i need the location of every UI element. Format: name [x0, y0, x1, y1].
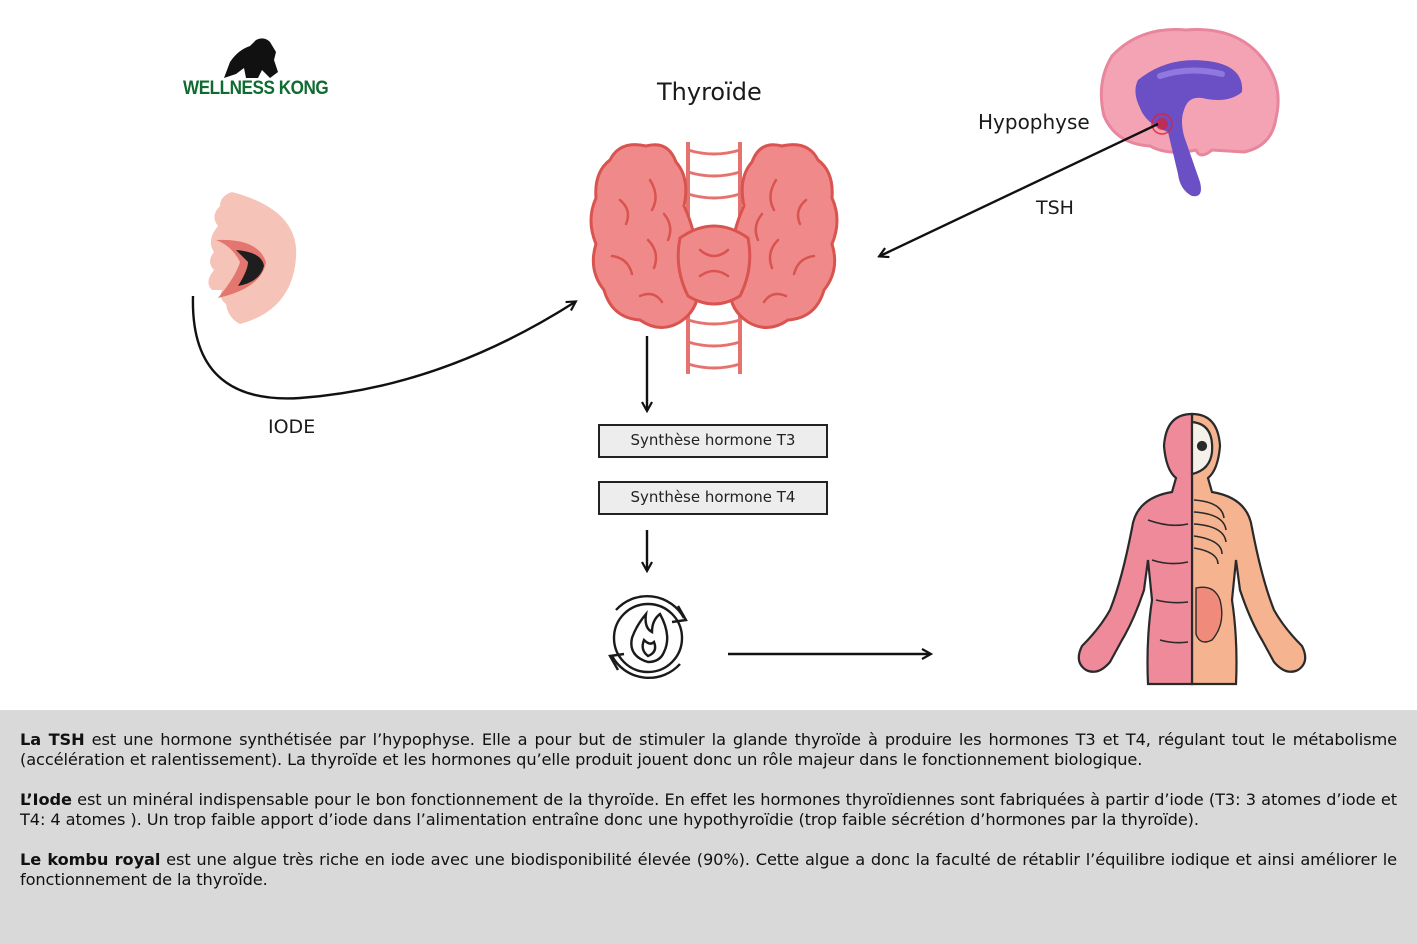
info-text-kombu: est une algue très riche en iode avec un… — [20, 850, 1398, 889]
diagram-canvas — [191, 28, 1307, 686]
thyroid-gland-icon — [589, 142, 839, 374]
diagram: WELLNESS KONG Thyroïde Hypophyse TSH IOD… — [183, 28, 1307, 686]
info-term-iodine: L’Iode — [20, 790, 72, 809]
human-body-anatomy-icon — [1077, 412, 1307, 686]
brand-logo-text: WELLNESS KONG — [183, 78, 329, 100]
brain-icon — [1099, 28, 1280, 197]
pituitary-label: Hypophyse — [978, 110, 1090, 134]
brand-word-1: WELLNESS — [183, 78, 275, 99]
t4-synthesis-box: Synthèse hormone T4 — [598, 481, 828, 515]
info-paragraph-tsh: La TSH est une hormone synthétisée par l… — [20, 730, 1397, 770]
info-panel: La TSH est une hormone synthétisée par l… — [0, 710, 1417, 944]
tsh-arrow — [880, 122, 1159, 256]
iodine-arrow — [191, 295, 575, 400]
info-term-tsh: La TSH — [20, 730, 85, 749]
mouth-icon — [208, 192, 297, 324]
info-paragraph-iodine: L’Iode est un minéral indispensable pour… — [20, 790, 1397, 830]
info-text-iodine: est un minéral indispensable pour le bon… — [20, 790, 1397, 829]
info-paragraph-kombu: Le kombu royal est une algue très riche … — [20, 850, 1397, 890]
tsh-label: TSH — [1036, 197, 1074, 219]
info-term-kombu: Le kombu royal — [20, 850, 161, 869]
iodine-label: IODE — [268, 416, 316, 438]
thyroid-label: Thyroïde — [657, 78, 762, 106]
t3-synthesis-box: Synthèse hormone T3 — [598, 424, 828, 458]
info-text-tsh: est une hormone synthétisée par l’hypoph… — [20, 730, 1397, 769]
metabolism-fire-cycle-icon — [608, 595, 688, 679]
gorilla-logo-icon — [224, 38, 278, 78]
brand-word-2: KONG — [278, 78, 329, 99]
